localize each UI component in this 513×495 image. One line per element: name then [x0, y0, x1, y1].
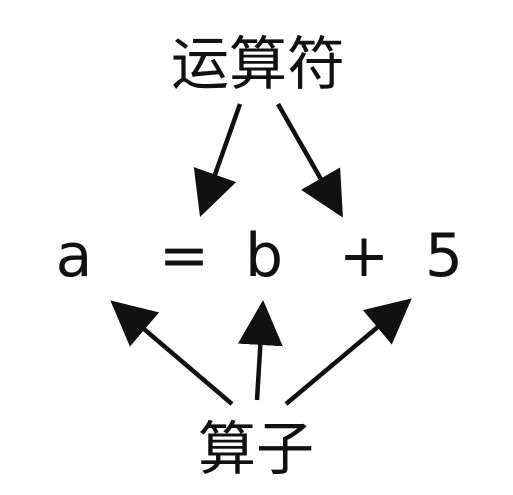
operator-equals: =	[159, 221, 209, 291]
operator-plus: +	[339, 221, 389, 291]
operand-b: b	[245, 221, 283, 291]
operand-a: a	[56, 221, 93, 291]
arrow-operand-to-5	[284, 298, 412, 406]
operand-label: 算子	[198, 415, 314, 483]
operator-label: 运算符	[171, 30, 345, 98]
arrow-operator-to-equals	[193, 103, 243, 217]
operand-5: 5	[425, 221, 463, 291]
arrow-operand-to-b	[237, 300, 283, 401]
arrow-operator-to-plus	[276, 102, 343, 218]
arrow-operand-to-a	[110, 300, 234, 406]
